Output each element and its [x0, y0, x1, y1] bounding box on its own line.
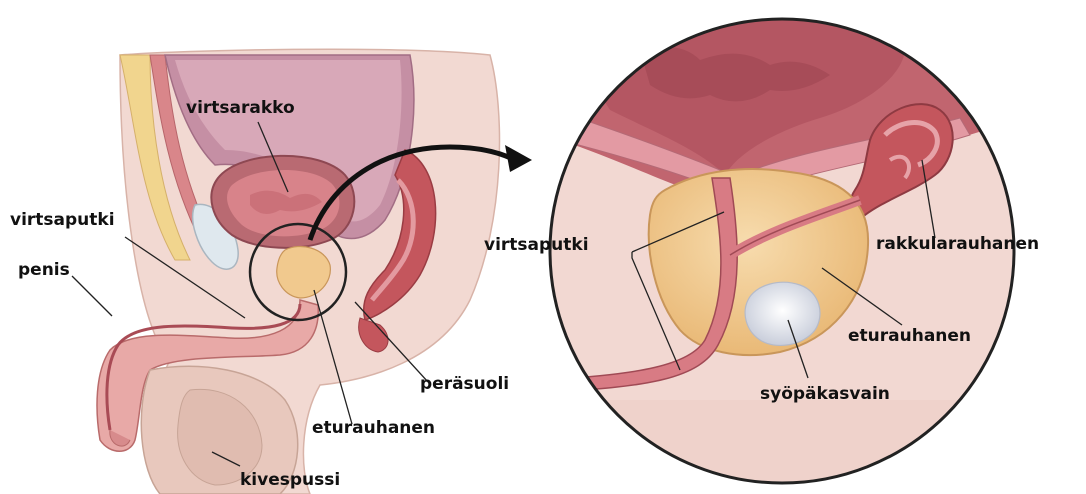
- label-urethra-right: virtsaputki: [484, 237, 589, 254]
- label-tumor: syöpäkasvain: [760, 386, 890, 403]
- label-rectum: peräsuoli: [420, 376, 509, 393]
- label-seminal-vesicle: rakkularauhanen: [876, 236, 1039, 253]
- label-bladder: virtsarakko: [186, 100, 295, 117]
- label-urethra-left: virtsaputki: [10, 212, 115, 229]
- label-prostate-left: eturauhanen: [312, 420, 435, 437]
- tumor: [745, 282, 820, 345]
- label-scrotum: kivespussi: [240, 472, 340, 489]
- label-prostate-right: eturauhanen: [848, 328, 971, 345]
- label-penis: penis: [18, 262, 70, 279]
